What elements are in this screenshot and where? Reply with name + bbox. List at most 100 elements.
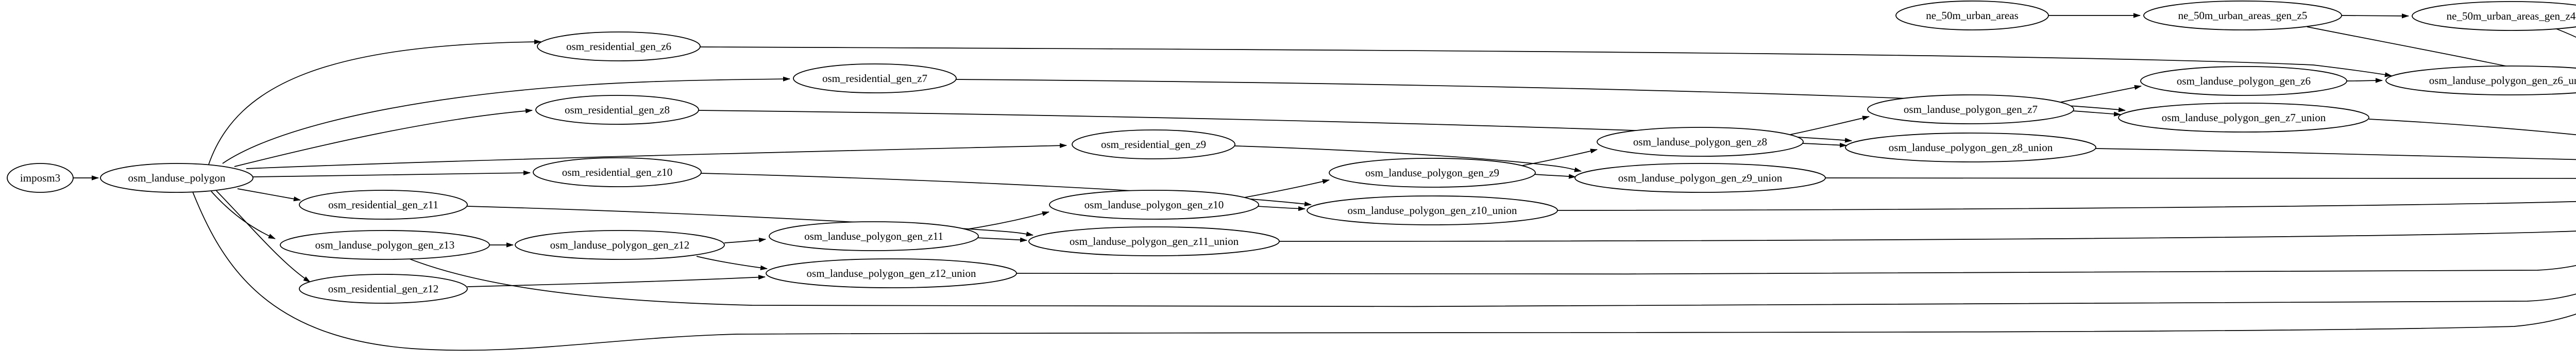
edge-osm_landuse_polygon_gen_z10-to-osm_landuse_polygon_gen_z10_union [1257,206,1306,211]
node-osm_landuse_polygon_gen_z6_union: osm_landuse_polygon_gen_z6_union [2385,65,2576,95]
nodes-layer: imposm3 osm_landuse_polygon osm_resident… [7,1,2576,304]
edge-osm_landuse_polygon_gen_z11-to-osm_landuse_polygon_gen_z11_union [976,237,1027,242]
node-osm_landuse_polygon_gen_z13-shape [280,230,490,260]
node-osm_landuse_polygon_gen_z8_union-shape [1845,133,2096,162]
node-osm_landuse_polygon_gen_z11: osm_landuse_polygon_gen_z11 [769,221,979,251]
node-osm_residential_gen_z6: osm_residential_gen_z6 [537,31,701,61]
edge-osm_landuse_polygon_gen_z12-to-osm_landuse_polygon_gen_z12_union [696,256,768,270]
node-osm_landuse_polygon_gen_z8: osm_landuse_polygon_gen_z8 [1597,127,1804,157]
node-osm_landuse_polygon_gen_z12_union-shape [766,258,1017,288]
edge-osm_landuse_polygon-to-osm_residential_gen_z12 [216,190,311,283]
node-osm_residential_gen_z8-shape [535,95,699,125]
node-osm_landuse_polygon_gen_z11_union-label: osm_landuse_polygon_gen_z11_union [1070,235,1239,248]
node-ne_50m_urban_areas_gen_z4: ne_50m_urban_areas_gen_z4 [2412,1,2576,31]
edge-osm_residential_gen_z7-to-osm_landuse_polygon_gen_z7_union [956,79,2126,112]
edge-osm_landuse_polygon_gen_z7-to-osm_landuse_polygon_gen_z6 [2060,85,2142,103]
node-osm_landuse_polygon_gen_z10_union-label: osm_landuse_polygon_gen_z10_union [1348,204,1517,217]
edge-osm_landuse_polygon_gen_z12-to-osm_landuse_polygon_gen_z11 [724,237,766,243]
node-osm_landuse_polygon_gen_z6-label: osm_landuse_polygon_gen_z6 [2177,75,2311,87]
node-osm_residential_gen_z10: osm_residential_gen_z10 [533,157,702,187]
node-ne_50m_urban_areas-label: ne_50m_urban_areas [1926,9,2019,22]
node-ne_50m_urban_areas_gen_z5-shape [2143,1,2342,30]
node-osm_landuse_polygon_gen_z13: osm_landuse_polygon_gen_z13 [280,230,490,260]
node-osm_landuse_polygon: osm_landuse_polygon [100,163,253,193]
edge-osm_residential_gen_z9-to-osm_landuse_polygon_gen_z9_union [1234,145,1582,172]
node-osm_residential_gen_z10-shape [533,157,702,187]
node-osm_landuse_polygon_gen_z7_union: osm_landuse_polygon_gen_z7_union [2118,103,2369,133]
node-osm_landuse_polygon_gen_z11_union: osm_landuse_polygon_gen_z11_union [1028,226,1280,256]
node-osm_residential_gen_z8: osm_residential_gen_z8 [535,95,699,125]
node-osm_landuse_polygon_gen_z13-label: osm_landuse_polygon_gen_z13 [315,239,455,251]
node-osm_residential_gen_z7: osm_residential_gen_z7 [793,63,957,93]
edge-osm_landuse_polygon_gen_z9-to-osm_landuse_polygon_gen_z8 [1522,149,1598,166]
node-osm_landuse_polygon_gen_z11-shape [769,221,979,251]
node-osm_landuse_polygon_gen_z6_union-label: osm_landuse_polygon_gen_z6_union [2429,74,2576,87]
node-osm_landuse_polygon_gen_z6-shape [2140,66,2347,96]
node-osm_residential_gen_z12-label: osm_residential_gen_z12 [328,283,439,295]
edge-osm_landuse_polygon-to-osm_residential_gen_z8 [234,108,533,167]
node-imposm3: imposm3 [7,163,74,193]
node-osm_landuse_polygon_gen_z7-label: osm_landuse_polygon_gen_z7 [1904,103,2038,116]
edge-osm_landuse_polygon-to-osm_residential_gen_z7 [222,76,790,164]
node-osm_landuse_polygon_gen_z10_union-shape [1307,195,1558,225]
node-osm_landuse_polygon_gen_z7_union-label: osm_landuse_polygon_gen_z7_union [2162,111,2326,124]
edge-osm_landuse_polygon_gen_z6-to-osm_landuse_polygon_gen_z6_union [2346,78,2383,83]
edge-osm_landuse_polygon_gen_z7-to-osm_landuse_polygon_gen_z7_union [2072,110,2121,117]
node-osm_landuse_polygon-label: osm_landuse_polygon [128,172,226,184]
node-osm_residential_gen_z11-label: osm_residential_gen_z11 [328,199,438,211]
node-osm_landuse_polygon_gen_z6: osm_landuse_polygon_gen_z6 [2140,66,2347,96]
node-osm_landuse_polygon_gen_z12: osm_landuse_polygon_gen_z12 [515,230,725,260]
node-osm_landuse_polygon_gen_z10: osm_landuse_polygon_gen_z10 [1049,190,1259,220]
node-osm_landuse_polygon_gen_z12-label: osm_landuse_polygon_gen_z12 [550,239,690,251]
node-osm_landuse_polygon_gen_z7-shape [1867,94,2074,124]
edge-osm_landuse_polygon_gen_z9-to-osm_landuse_polygon_gen_z9_union [1533,174,1576,179]
node-osm_landuse_polygon_gen_z8_union-label: osm_landuse_polygon_gen_z8_union [1889,141,2053,154]
edges-layer [73,13,2576,351]
node-osm_residential_gen_z11: osm_residential_gen_z11 [299,190,468,220]
node-osm_landuse_polygon_gen_z11_union-shape [1028,226,1280,256]
node-osm_residential_gen_z6-label: osm_residential_gen_z6 [566,40,671,53]
edge-osm_landuse_polygon_gen_z10-to-osm_landuse_polygon_gen_z9 [1244,179,1330,198]
edge-osm_landuse_polygon-to-osm_residential_gen_z10 [252,170,531,177]
node-osm_residential_gen_z9-label: osm_residential_gen_z9 [1101,138,1206,151]
node-osm_landuse_polygon_gen_z12-shape [515,230,725,260]
node-osm_landuse_polygon_gen_z10_union: osm_landuse_polygon_gen_z10_union [1307,195,1558,225]
node-osm_residential_gen_z9-shape [1072,129,1235,159]
node-osm_landuse_polygon_gen_z6_union-shape [2385,65,2576,95]
node-ne_50m_urban_areas_gen_z4-shape [2412,1,2576,31]
edge-osm_landuse_polygon-to-osm_residential_gen_z6 [208,39,541,165]
edge-osm_landuse_polygon_gen_z8-to-osm_landuse_polygon_gen_z8_union [1801,142,1847,148]
node-osm_landuse_polygon_gen_z7: osm_landuse_polygon_gen_z7 [1867,94,2074,124]
edge-osm_landuse_polygon_gen_z8_union-to-layer_landuse-z8 [2095,148,2576,160]
node-osm_residential_gen_z12: osm_residential_gen_z12 [299,274,468,304]
node-osm_residential_gen_z9: osm_residential_gen_z9 [1072,129,1235,159]
node-osm_residential_gen_z10-label: osm_residential_gen_z10 [562,166,673,178]
node-ne_50m_urban_areas-shape [1895,1,2049,30]
node-osm_residential_gen_z7-label: osm_residential_gen_z7 [822,72,927,85]
node-osm_landuse_polygon_gen_z9-shape [1329,158,1536,188]
edge-ne_50m_urban_areas_gen_z5-to-ne_50m_urban_areas_gen_z4 [2341,13,2409,19]
node-osm_landuse_polygon_gen_z8-shape [1597,127,1804,157]
node-osm_residential_gen_z6-shape [537,31,701,61]
edge-osm_landuse_polygon_gen_z11-to-osm_landuse_polygon_gen_z10 [968,211,1049,229]
edge-osm_landuse_polygon_gen_z10_union-to-layer_landuse-z10 [1557,201,2576,211]
node-osm_residential_gen_z7-shape [793,63,957,93]
edge-osm_landuse_polygon_gen_z8-to-osm_landuse_polygon_gen_z7 [1790,116,1870,135]
node-imposm3-label: imposm3 [20,172,60,184]
node-osm_landuse_polygon_gen_z9-label: osm_landuse_polygon_gen_z9 [1365,167,1499,179]
node-osm_landuse_polygon_gen_z9_union: osm_landuse_polygon_gen_z9_union [1574,163,1826,193]
node-osm_landuse_polygon-shape [100,163,253,193]
node-ne_50m_urban_areas_gen_z5-label: ne_50m_urban_areas_gen_z5 [2178,9,2308,22]
edge-osm_landuse_polygon_gen_z7_union-to-layer_landuse-z7 [2368,119,2576,136]
node-osm_residential_gen_z11-shape [299,190,468,220]
edge-osm_landuse_polygon-to-osm_residential_gen_z11 [237,188,301,202]
node-osm_landuse_polygon_gen_z8_union: osm_landuse_polygon_gen_z8_union [1845,133,2096,162]
node-osm_landuse_polygon_gen_z12_union-label: osm_landuse_polygon_gen_z12_union [807,267,976,279]
node-osm_landuse_polygon_gen_z9_union-shape [1574,163,1826,193]
node-osm_residential_gen_z12-shape [299,274,468,304]
node-osm_landuse_polygon_gen_z9_union-label: osm_landuse_polygon_gen_z9_union [1618,172,1783,184]
node-osm_landuse_polygon_gen_z7_union-shape [2118,103,2369,133]
edge-osm_landuse_polygon_gen_z13-to-layer_landuse-z13 [408,258,2576,307]
edge-osm_landuse_polygon-to-osm_residential_gen_z9 [246,143,1067,169]
